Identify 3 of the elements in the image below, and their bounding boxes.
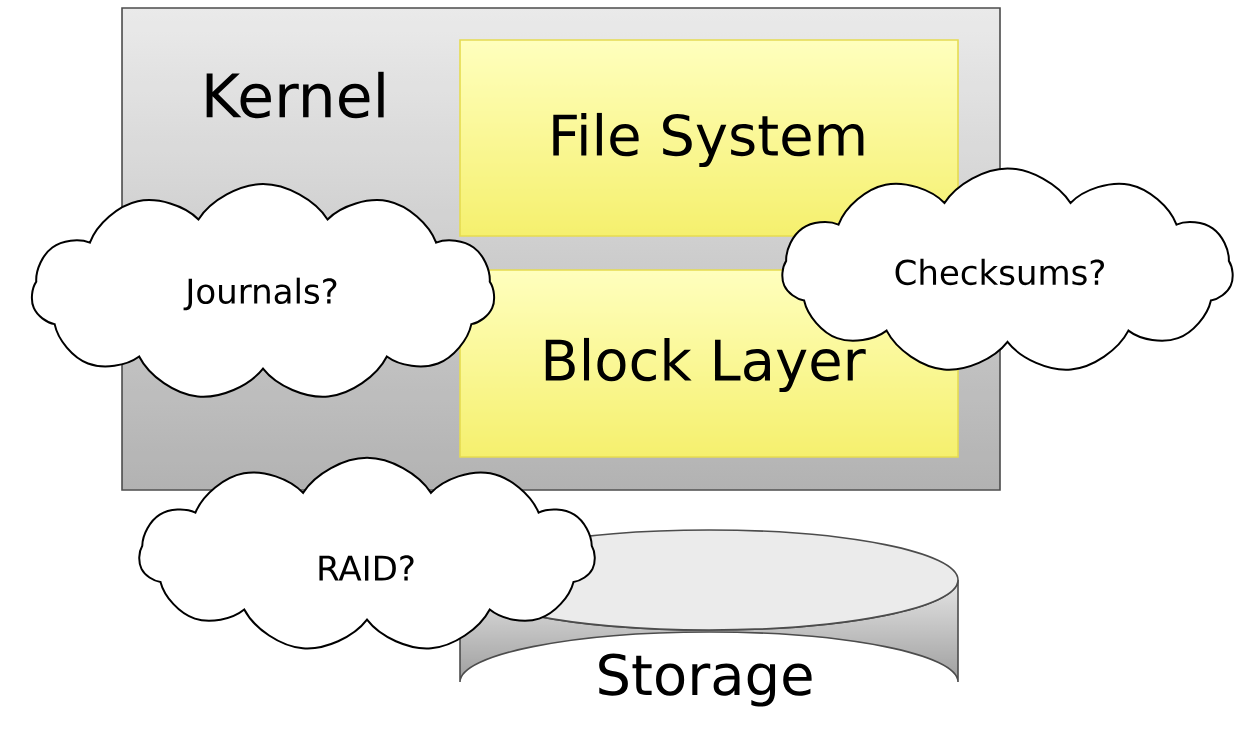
layer-box: File System	[459, 39, 959, 237]
thought-cloud: Journals?	[30, 183, 496, 398]
thought-cloud: RAID?	[138, 456, 596, 650]
